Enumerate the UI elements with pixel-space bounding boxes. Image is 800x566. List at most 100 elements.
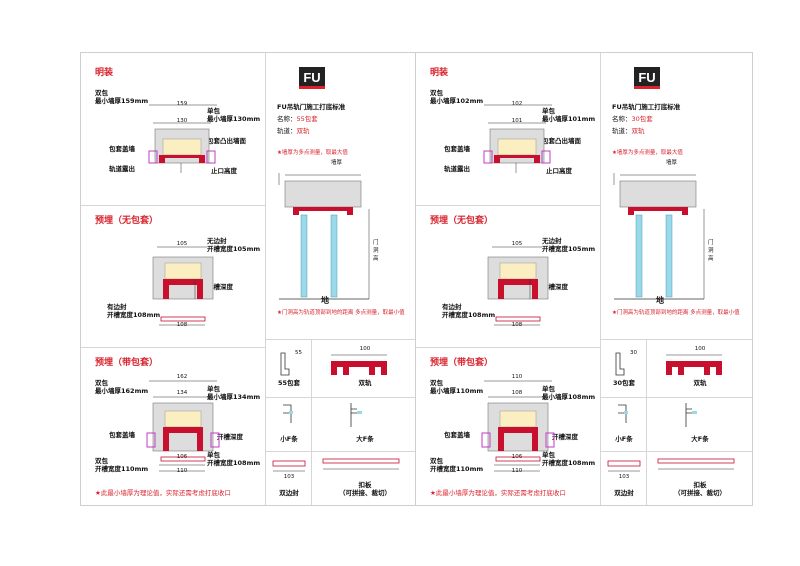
min-wall-single-label: 最小墙厚101mm <box>542 115 596 123</box>
groove-depth-label-3: 开槽深度 <box>217 433 243 441</box>
groove-width-no-edge: 开槽宽度105mm <box>542 245 596 253</box>
wall-thickness-label: 墙厚 <box>331 160 343 166</box>
min-wall-double-label: 最小墙厚102mm <box>430 97 484 105</box>
dim-top: 105 <box>176 241 188 247</box>
dim-inner-3: 108 <box>511 390 523 396</box>
no-edge-label: 无边封 <box>207 237 227 245</box>
dim-outer: 102 <box>511 101 523 107</box>
single-wrap-label: 单包 <box>542 107 555 115</box>
cover-wall-label-3: 包套盖墙 <box>109 431 135 439</box>
part-big-f-label: 大F条 <box>356 435 374 443</box>
logo-text: FU <box>638 70 656 85</box>
groove-width-with-edge: 开槽宽度108mm <box>107 311 161 319</box>
dim-wrap: 30 <box>630 350 637 356</box>
note-door-height: ★门洞高为轨道顶部到地的距离 多点测量，取最小值 <box>612 310 740 316</box>
single-label-3: 单包 <box>207 451 220 459</box>
track-value: 双轨 <box>631 127 645 135</box>
groove-width-no-edge: 开槽宽度105mm <box>207 245 261 253</box>
double-wrap-label: 双包 <box>95 89 108 97</box>
spec-sheet-30: 明装 双包 最小墙厚102mm 单包 最小墙厚101mm 包套凸出墙面 包套盖墙… <box>415 52 753 506</box>
info-title: FU吊轨门施工打底标准 <box>612 103 681 111</box>
dim-edge: 103 <box>618 474 630 480</box>
surface-mount-section-drawing <box>148 104 217 173</box>
part-big-f-label: 大F条 <box>691 435 709 443</box>
double-wrap-label-3: 双包 <box>95 379 108 387</box>
fu-logo: FU <box>299 67 325 89</box>
single-groove-width: 开槽宽度108mm <box>207 459 261 467</box>
parts-drawings <box>272 352 400 472</box>
note-wall-measure: ★墙厚为多点测量，取最大值 <box>277 150 348 156</box>
single-groove-width: 开槽宽度108mm <box>542 459 596 467</box>
cover-wall-label-3: 包套盖墙 <box>444 431 470 439</box>
cover-wall-label: 包套盖墙 <box>444 145 470 153</box>
section-title-embed-no-wrap: 预埋（无包套） <box>95 216 159 226</box>
embed-with-wrap-drawing <box>146 380 220 472</box>
track-label: 轨道： <box>612 127 632 135</box>
embed-no-wrap-drawing <box>487 246 549 326</box>
surface-mount-section-drawing <box>483 104 552 173</box>
track-row: 轨道：双轨 <box>612 125 645 135</box>
single-wrap-label-3: 单包 <box>542 385 555 393</box>
groove-width-with-edge: 开槽宽度108mm <box>442 311 496 319</box>
name-value: 30包套 <box>631 115 653 123</box>
door-height-label: 门洞高 <box>708 240 714 262</box>
section-title-surface-mount: 明装 <box>95 68 114 78</box>
dim-outer: 159 <box>176 101 188 107</box>
single-wrap-label-3: 单包 <box>207 385 220 393</box>
min-wall-single-label: 最小墙厚130mm <box>207 115 261 123</box>
parts-drawings <box>607 352 735 472</box>
name-label: 名称： <box>612 115 632 123</box>
logo-text: FU <box>303 70 321 85</box>
rail-exposed-label: 轨道露出 <box>444 165 470 173</box>
part-edge-label: 双边封 <box>614 489 634 497</box>
part-wrap-label: 30包套 <box>612 379 636 387</box>
double-label-3: 双包 <box>430 457 443 465</box>
section-title-surface-mount: 明装 <box>430 68 449 78</box>
groove-depth-label: 开槽深度 <box>207 283 233 291</box>
with-edge-label: 有边封 <box>107 303 127 311</box>
door-height-label: 门洞高 <box>373 240 379 262</box>
min-wall-double-3: 最小墙厚110mm <box>430 387 484 395</box>
dim-inner-3: 134 <box>176 390 188 396</box>
ground-label: 地 <box>656 296 664 305</box>
part-clip-note: （可拼接、裁切） <box>674 489 726 497</box>
dim-inner: 101 <box>511 118 523 124</box>
part-edge-label: 双边封 <box>279 489 299 497</box>
embed-with-wrap-drawing <box>481 380 555 472</box>
part-track-label: 双轨 <box>358 379 372 387</box>
name-value: 55包套 <box>296 115 318 123</box>
part-clip-note: （可拼接、裁切） <box>339 489 391 497</box>
dim-inner: 130 <box>176 118 188 124</box>
min-wall-double-3: 最小墙厚162mm <box>95 387 149 395</box>
footnote-min-wall: ★此最小墙厚为理论值，实际还需考虑打底收口 <box>430 489 566 497</box>
min-wall-single-3: 最小墙厚108mm <box>542 393 596 401</box>
dim-outer-3: 110 <box>511 374 523 380</box>
name-row: 名称：30包套 <box>612 113 653 123</box>
single-label-3: 单包 <box>542 451 555 459</box>
section-title-embed-with-wrap: 预埋（带包套） <box>95 358 159 368</box>
part-wrap-label: 55包套 <box>277 379 301 387</box>
with-edge-label: 有边封 <box>442 303 462 311</box>
min-wall-single-3: 最小墙厚134mm <box>207 393 261 401</box>
cover-wall-label: 包套盖墙 <box>109 145 135 153</box>
stop-height-label: 止口高度 <box>546 167 572 175</box>
ground-label: 地 <box>321 296 329 305</box>
dim-outer-3: 162 <box>176 374 188 380</box>
part-clip-label: 扣板 <box>693 481 707 489</box>
groove-depth-label-3: 开槽深度 <box>552 433 578 441</box>
double-wrap-label: 双包 <box>430 89 443 97</box>
wall-thickness-label: 墙厚 <box>666 160 678 166</box>
double-groove-width: 开槽宽度110mm <box>95 465 149 473</box>
min-wall-double-label: 最小墙厚159mm <box>95 97 149 105</box>
dim-edge: 103 <box>283 474 295 480</box>
single-wrap-label: 单包 <box>207 107 220 115</box>
embed-no-wrap-drawing <box>152 246 214 326</box>
name-row: 名称：55包套 <box>277 113 318 123</box>
section-title-embed-no-wrap: 预埋（无包套） <box>430 216 494 226</box>
info-title: FU吊轨门施工打底标准 <box>277 103 346 111</box>
bump-label: 包套凸出墙面 <box>207 137 246 145</box>
part-small-f-label: 小F条 <box>615 435 633 443</box>
name-label: 名称： <box>277 115 297 123</box>
part-track-label: 双轨 <box>693 379 707 387</box>
dim-track: 100 <box>359 346 371 352</box>
